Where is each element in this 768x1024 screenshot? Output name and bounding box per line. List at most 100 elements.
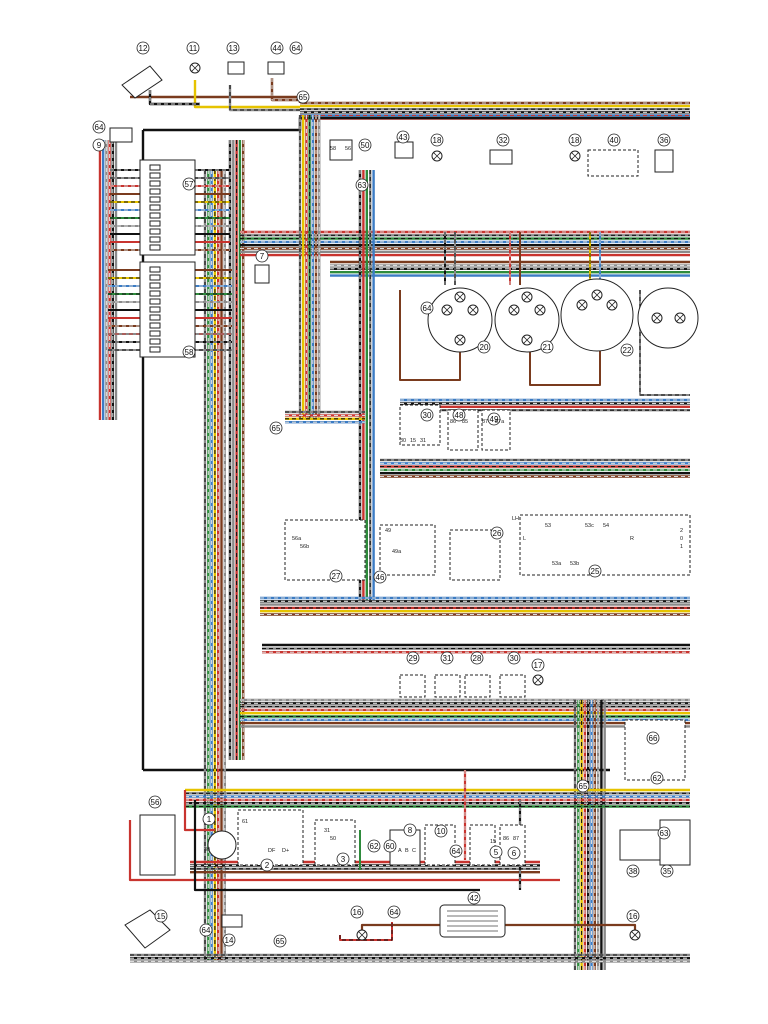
relay-30a <box>399 404 441 446</box>
ref-circle <box>489 845 503 859</box>
terminal-label: 58 <box>330 146 336 152</box>
ref-circle <box>650 771 664 785</box>
ref-number: 8 <box>408 826 413 835</box>
ref-58: 58 <box>182 345 196 359</box>
ref-number: 17 <box>534 661 543 670</box>
ref-number: 66 <box>649 734 658 743</box>
ref-circle <box>440 651 454 665</box>
ref-number: 36 <box>660 136 669 145</box>
ref-42: 42 <box>467 891 481 905</box>
ref-circle <box>182 345 196 359</box>
wire-stripe-white <box>149 90 200 105</box>
fuse <box>149 346 161 353</box>
ref-29: 29 <box>406 651 420 665</box>
ref-circle <box>136 41 150 55</box>
ref-36: 36 <box>657 133 671 147</box>
ref-number: 64 <box>202 926 211 935</box>
fuse <box>149 290 161 297</box>
ref-number: 65 <box>299 93 308 102</box>
ref-7: 7 <box>255 249 269 263</box>
sender-35 <box>659 819 691 866</box>
ref-circle <box>289 41 303 55</box>
ref-66: 66 <box>646 731 660 745</box>
lamp-18a-cross <box>433 152 441 160</box>
wire-red <box>128 820 560 882</box>
terminal-label: 49a <box>392 549 402 555</box>
ref-circle <box>487 412 501 426</box>
ref-circle <box>358 138 372 152</box>
gauge-20 <box>427 287 493 353</box>
ref-16b: 16 <box>626 909 640 923</box>
turn-switch-25 <box>519 514 691 576</box>
ref-number: 22 <box>623 346 632 355</box>
terminal-label: 0 <box>680 536 683 542</box>
ref-circle <box>490 526 504 540</box>
terminal-label: 15 <box>490 839 496 845</box>
indicator-lamp-cross <box>456 293 464 301</box>
ref-circle <box>540 340 554 354</box>
ref-circle <box>270 41 284 55</box>
terminal-label: LH <box>512 516 519 522</box>
ref-number: 62 <box>370 842 379 851</box>
ref-number: 42 <box>470 894 479 903</box>
terminal-label: 53b <box>570 561 579 567</box>
terminal-label: 53c <box>585 523 594 529</box>
ref-number: 1 <box>207 815 212 824</box>
fuse <box>149 196 161 203</box>
fuse <box>149 212 161 219</box>
wire-black <box>193 800 480 892</box>
fuse <box>149 274 161 281</box>
alternator-1 <box>207 830 237 860</box>
ref-1: 1 <box>202 812 216 826</box>
ref-64c: 64 <box>420 301 434 315</box>
headlight-switch-12 <box>121 65 163 99</box>
wire-red <box>183 790 215 832</box>
ref-circle <box>646 731 660 745</box>
terminal-label: 54 <box>603 523 609 529</box>
ref-circle <box>626 864 640 878</box>
ref-49: 49 <box>487 412 501 426</box>
ref-number: 25 <box>591 567 600 576</box>
fuse <box>149 172 161 179</box>
lamp-17-cross <box>534 676 542 684</box>
ref-circle <box>657 133 671 147</box>
wire-layer <box>98 78 690 970</box>
ref-circle <box>387 905 401 919</box>
ref-number: 6 <box>512 849 517 858</box>
switch-32 <box>489 149 513 165</box>
ref-circle <box>222 933 236 947</box>
ref-circle <box>496 133 510 147</box>
lamp-14 <box>221 914 243 928</box>
ref-number: 57 <box>185 180 194 189</box>
ref-number: 27 <box>332 572 341 581</box>
fuse <box>149 298 161 305</box>
terminal-label: 87a <box>495 419 505 425</box>
ref-65c: 65 <box>576 779 590 793</box>
terminal-label: B <box>405 848 409 854</box>
terminal-label: L <box>523 536 526 542</box>
ref-number: 30 <box>423 411 432 420</box>
lamp-18b-cross <box>571 152 579 160</box>
ref-number: 46 <box>376 573 385 582</box>
ref-38: 38 <box>626 864 640 878</box>
ref-circle <box>148 795 162 809</box>
ref-number: 62 <box>653 774 662 783</box>
gauge-21 <box>494 287 560 353</box>
ref-number: 64 <box>452 847 461 856</box>
terminal-label: 87 <box>513 836 519 842</box>
ref-number: 7 <box>260 252 265 261</box>
wire-black <box>143 116 690 132</box>
ref-10: 10 <box>434 824 448 838</box>
ref-46: 46 <box>373 570 387 584</box>
ref-number: 64 <box>390 908 399 917</box>
ref-30a: 30 <box>420 408 434 422</box>
ref-64b: 64 <box>92 120 106 134</box>
fuse <box>149 330 161 337</box>
ref-number: 63 <box>660 829 669 838</box>
fuse <box>149 204 161 211</box>
ref-circle <box>367 839 381 853</box>
ref-circle <box>531 658 545 672</box>
ref-number: 64 <box>292 44 301 53</box>
ref-circle <box>588 564 602 578</box>
terminal-label: R <box>630 536 634 542</box>
